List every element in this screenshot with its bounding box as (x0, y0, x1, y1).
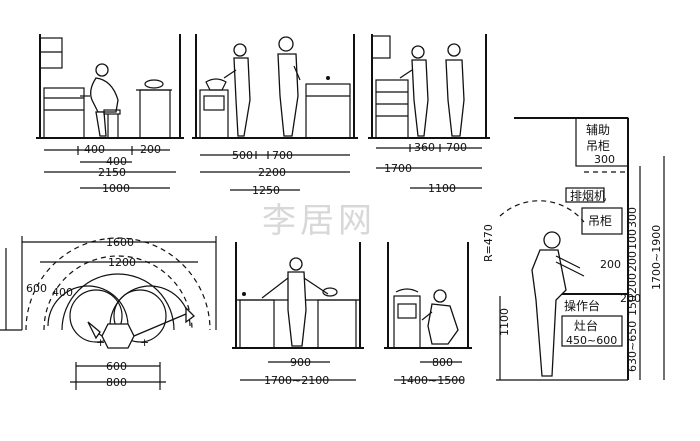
dim-radius: R=470 (482, 224, 495, 262)
dim-1200: 1200 (108, 256, 136, 269)
standing-person-4-figure (445, 43, 465, 137)
svg-text:+: + (140, 336, 149, 349)
dim-400: 400 (52, 286, 73, 299)
dim-2150: 2150 (98, 166, 126, 179)
seated-person-figure (80, 63, 119, 137)
dim-600-left: 600 (26, 282, 47, 295)
dim-1700-1900: 1700~1900 (650, 225, 663, 290)
dim-1600: 1600 (106, 236, 134, 249)
dim-1100: 1100 (428, 182, 456, 195)
standing-person-2-figure (277, 36, 301, 137)
dim-1250: 1250 (252, 184, 280, 197)
dim-700-b: 700 (446, 141, 467, 154)
dim-1700-2100: 1700~2100 (264, 374, 329, 387)
panel-two-standing: 500 700 2200 1250 (192, 34, 358, 197)
dim-900: 900 (290, 356, 311, 369)
crouching-person-figure (421, 289, 459, 345)
dim-500: 500 (232, 149, 253, 162)
label-wall-cabinet: 吊柜 (588, 214, 612, 228)
label-aux-cabinet-2: 吊柜 (586, 139, 610, 153)
label-counter: 操作台 (564, 298, 600, 313)
dim-800-b: 800 (432, 356, 453, 369)
dim-100-v: 100 (626, 229, 639, 250)
dim-1100-v: 1100 (498, 308, 511, 336)
panel-reaching-sides: 900 1700~2100 (232, 242, 364, 387)
dim-360: 360 (414, 141, 435, 154)
dim-150-v: 150 (626, 295, 639, 316)
panel-narrow-two-standing: 360 700 1700 1100 (368, 34, 490, 195)
dim-300: 300 (594, 153, 615, 166)
label-aux-cabinet-1: 辅助 (586, 123, 610, 137)
cooking-person-figure (531, 231, 585, 377)
dim-200: 200 (140, 143, 161, 156)
reaching-person-figure (261, 257, 338, 347)
label-stove: 灶台 (574, 318, 598, 333)
panel-crouching: 800 1400~1500 (384, 242, 472, 387)
dim-200-a: 200 (600, 258, 621, 271)
dim-200-c: 200 (626, 251, 639, 272)
panel-seated-counter: 400 200 400 2150 1000 (36, 34, 184, 195)
dim-300-v: 300 (626, 207, 639, 228)
dim-400-a: 400 (84, 143, 105, 156)
dim-630-650: 630~650 (626, 321, 639, 372)
label-hood: 排烟机 (570, 189, 606, 203)
dim-450-600: 450~600 (566, 334, 617, 347)
panel-reach-arcs-plan: 1600 1200 600 400 + + 600 800 (0, 236, 217, 390)
dim-600-bottom: 600 (106, 360, 127, 373)
dim-800: 800 (106, 376, 127, 389)
watermark-text: 李居网 (262, 201, 376, 241)
standing-person-1-figure (223, 43, 251, 137)
panel-kitchen-elevation: 辅助 吊柜 300 排烟机 吊柜 200 操作台 200 灶台 450~600 … (482, 117, 665, 381)
dim-400-b: 400 (106, 155, 127, 168)
dim-700: 700 (272, 149, 293, 162)
dim-1400-1500: 1400~1500 (400, 374, 465, 387)
svg-text:+: + (96, 336, 105, 349)
dim-200-b: 200 (620, 292, 641, 305)
dim-2200: 2200 (258, 166, 286, 179)
dim-1700: 1700 (384, 162, 412, 175)
person-topview-figure (87, 306, 195, 349)
dim-200-d: 200 (626, 273, 639, 294)
standing-person-3-figure (399, 45, 429, 137)
dim-1000: 1000 (102, 182, 130, 195)
